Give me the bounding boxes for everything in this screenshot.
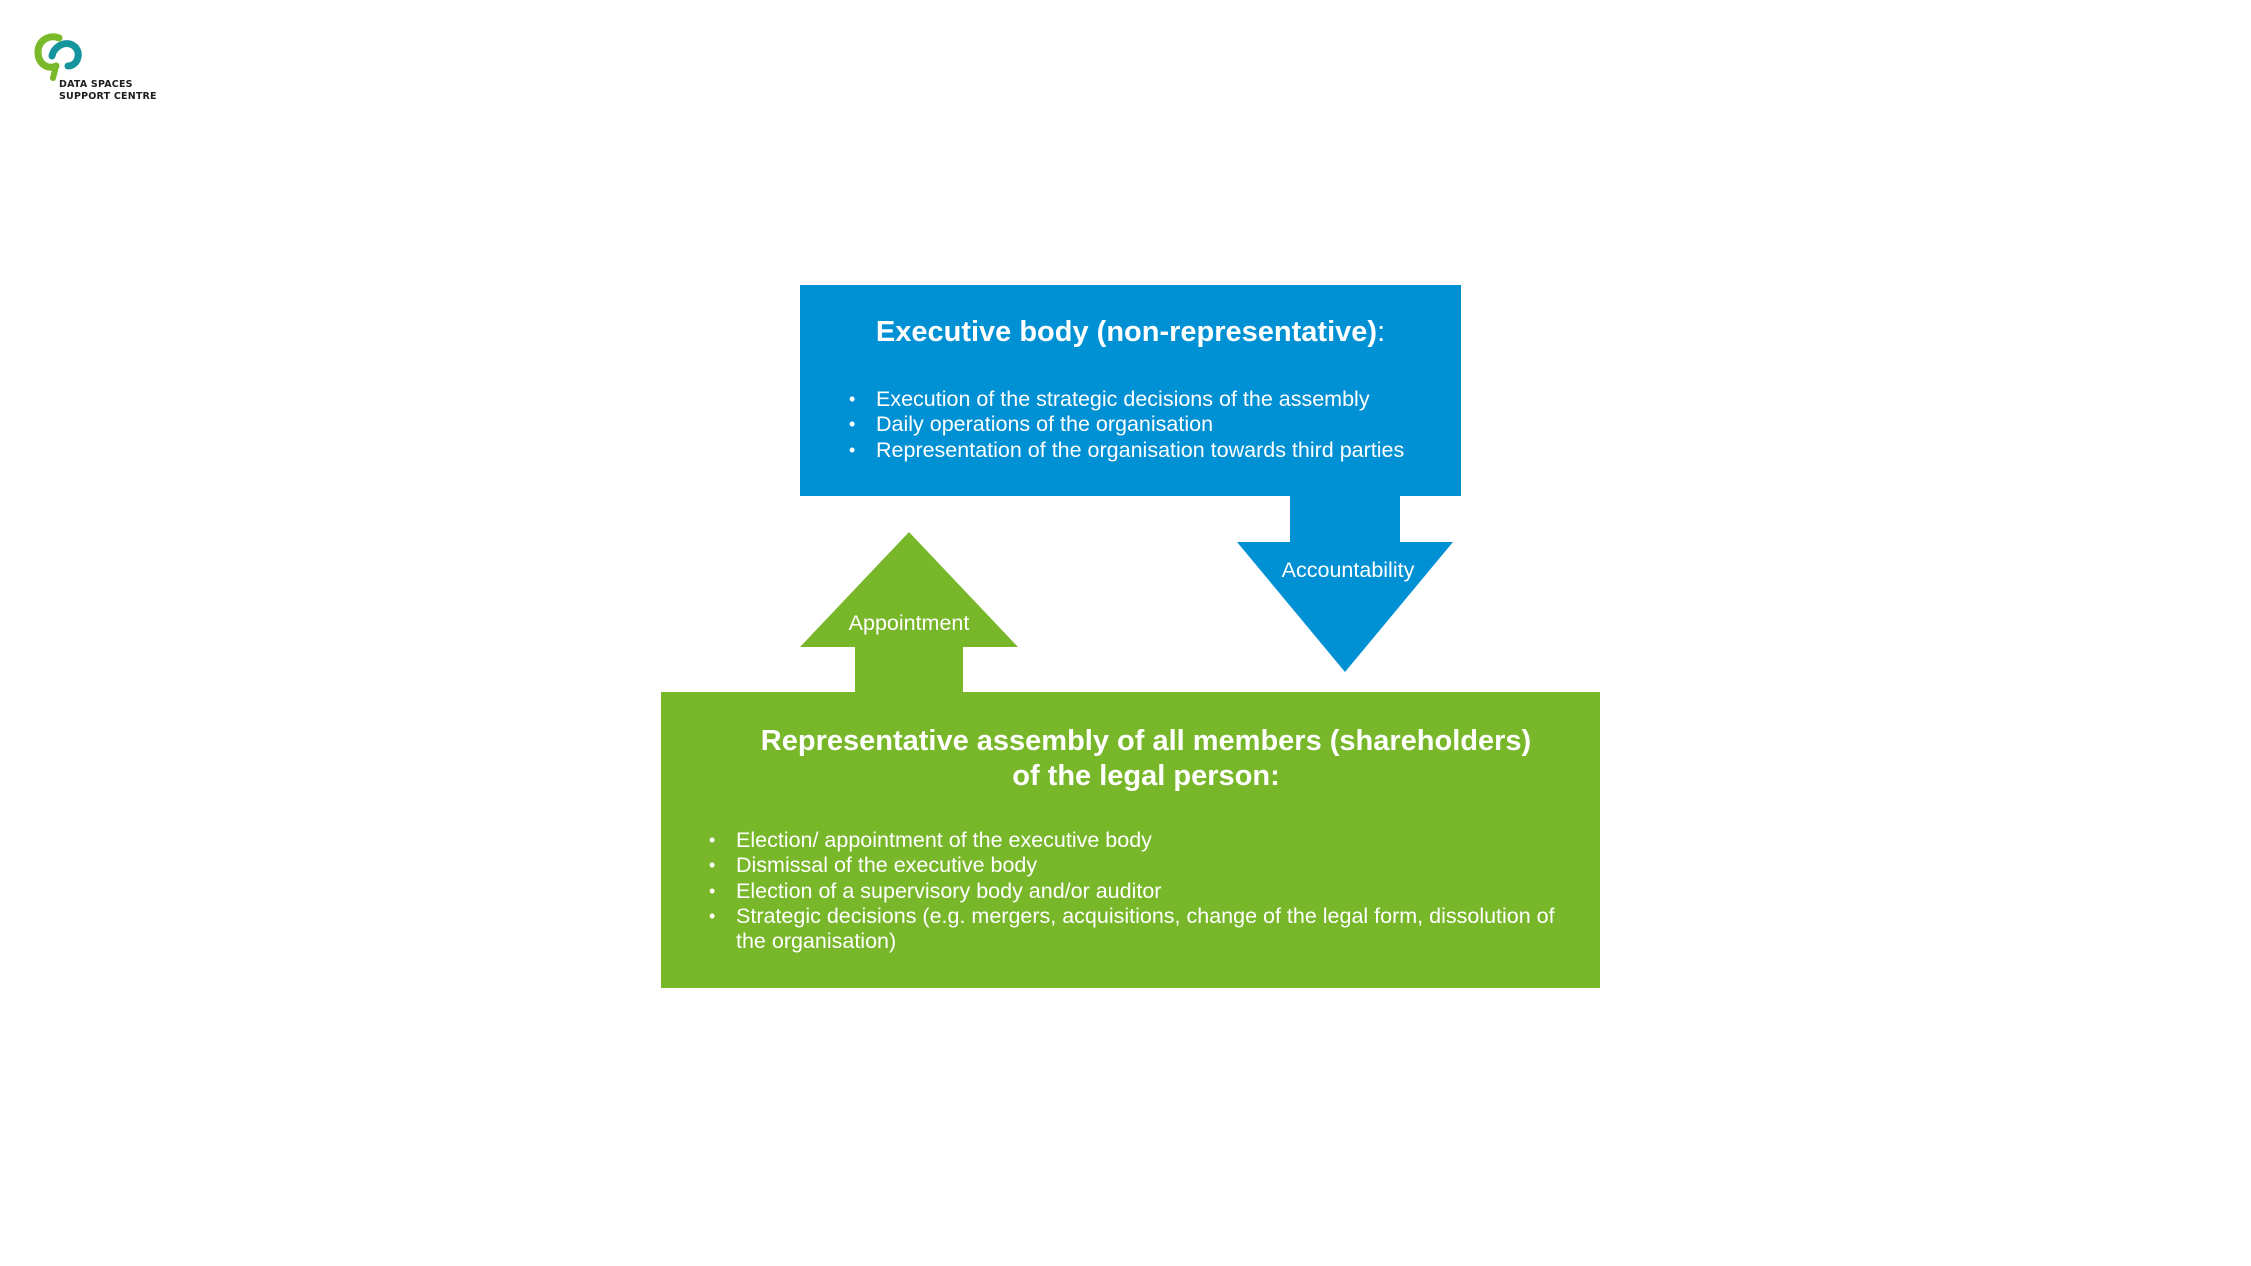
assembly-title-line-1: Representative assembly of all members (… xyxy=(760,725,1532,757)
appointment-label: Appointment xyxy=(848,611,970,635)
list-item: Daily operations of the organisation xyxy=(849,412,1449,438)
list-item: Strategic decisions (e.g. mergers, acqui… xyxy=(709,904,1589,955)
executive-body-box: Executive body (non-representative): Exe… xyxy=(800,285,1461,496)
list-item: Election of a supervisory body and/or au… xyxy=(709,879,1589,905)
appointment-arrow xyxy=(800,532,1018,694)
logo-line-1: DATA SPACES xyxy=(59,79,133,90)
assembly-title-line-2: of the legal person: xyxy=(1012,760,1280,792)
data-spaces-logo-icon xyxy=(34,33,82,81)
executive-body-title: Executive body (non-representative): xyxy=(800,315,1461,350)
executive-title-suffix: : xyxy=(1377,316,1386,348)
list-item: Dismissal of the executive body xyxy=(709,853,1589,879)
executive-title-text: Executive body (non-representative) xyxy=(875,316,1378,348)
executive-bullet-list: Execution of the strategic decisions of … xyxy=(849,387,1449,463)
assembly-box: Representative assembly of all members (… xyxy=(661,692,1600,988)
accountability-arrow xyxy=(1237,494,1453,672)
list-item: Execution of the strategic decisions of … xyxy=(849,387,1449,413)
accountability-label: Accountability xyxy=(1281,558,1415,582)
logo-line-2: SUPPORT CENTRE xyxy=(59,90,157,102)
list-item: Representation of the organisation towar… xyxy=(849,438,1449,464)
assembly-title: Representative assembly of all members (… xyxy=(751,724,1541,794)
assembly-bullet-list: Election/ appointment of the executive b… xyxy=(709,828,1589,954)
logo-text: DATA SPACES SUPPORT CENTRE xyxy=(59,79,157,102)
list-item: Election/ appointment of the executive b… xyxy=(709,828,1589,854)
logo: DATA SPACES SUPPORT CENTRE xyxy=(32,32,172,104)
